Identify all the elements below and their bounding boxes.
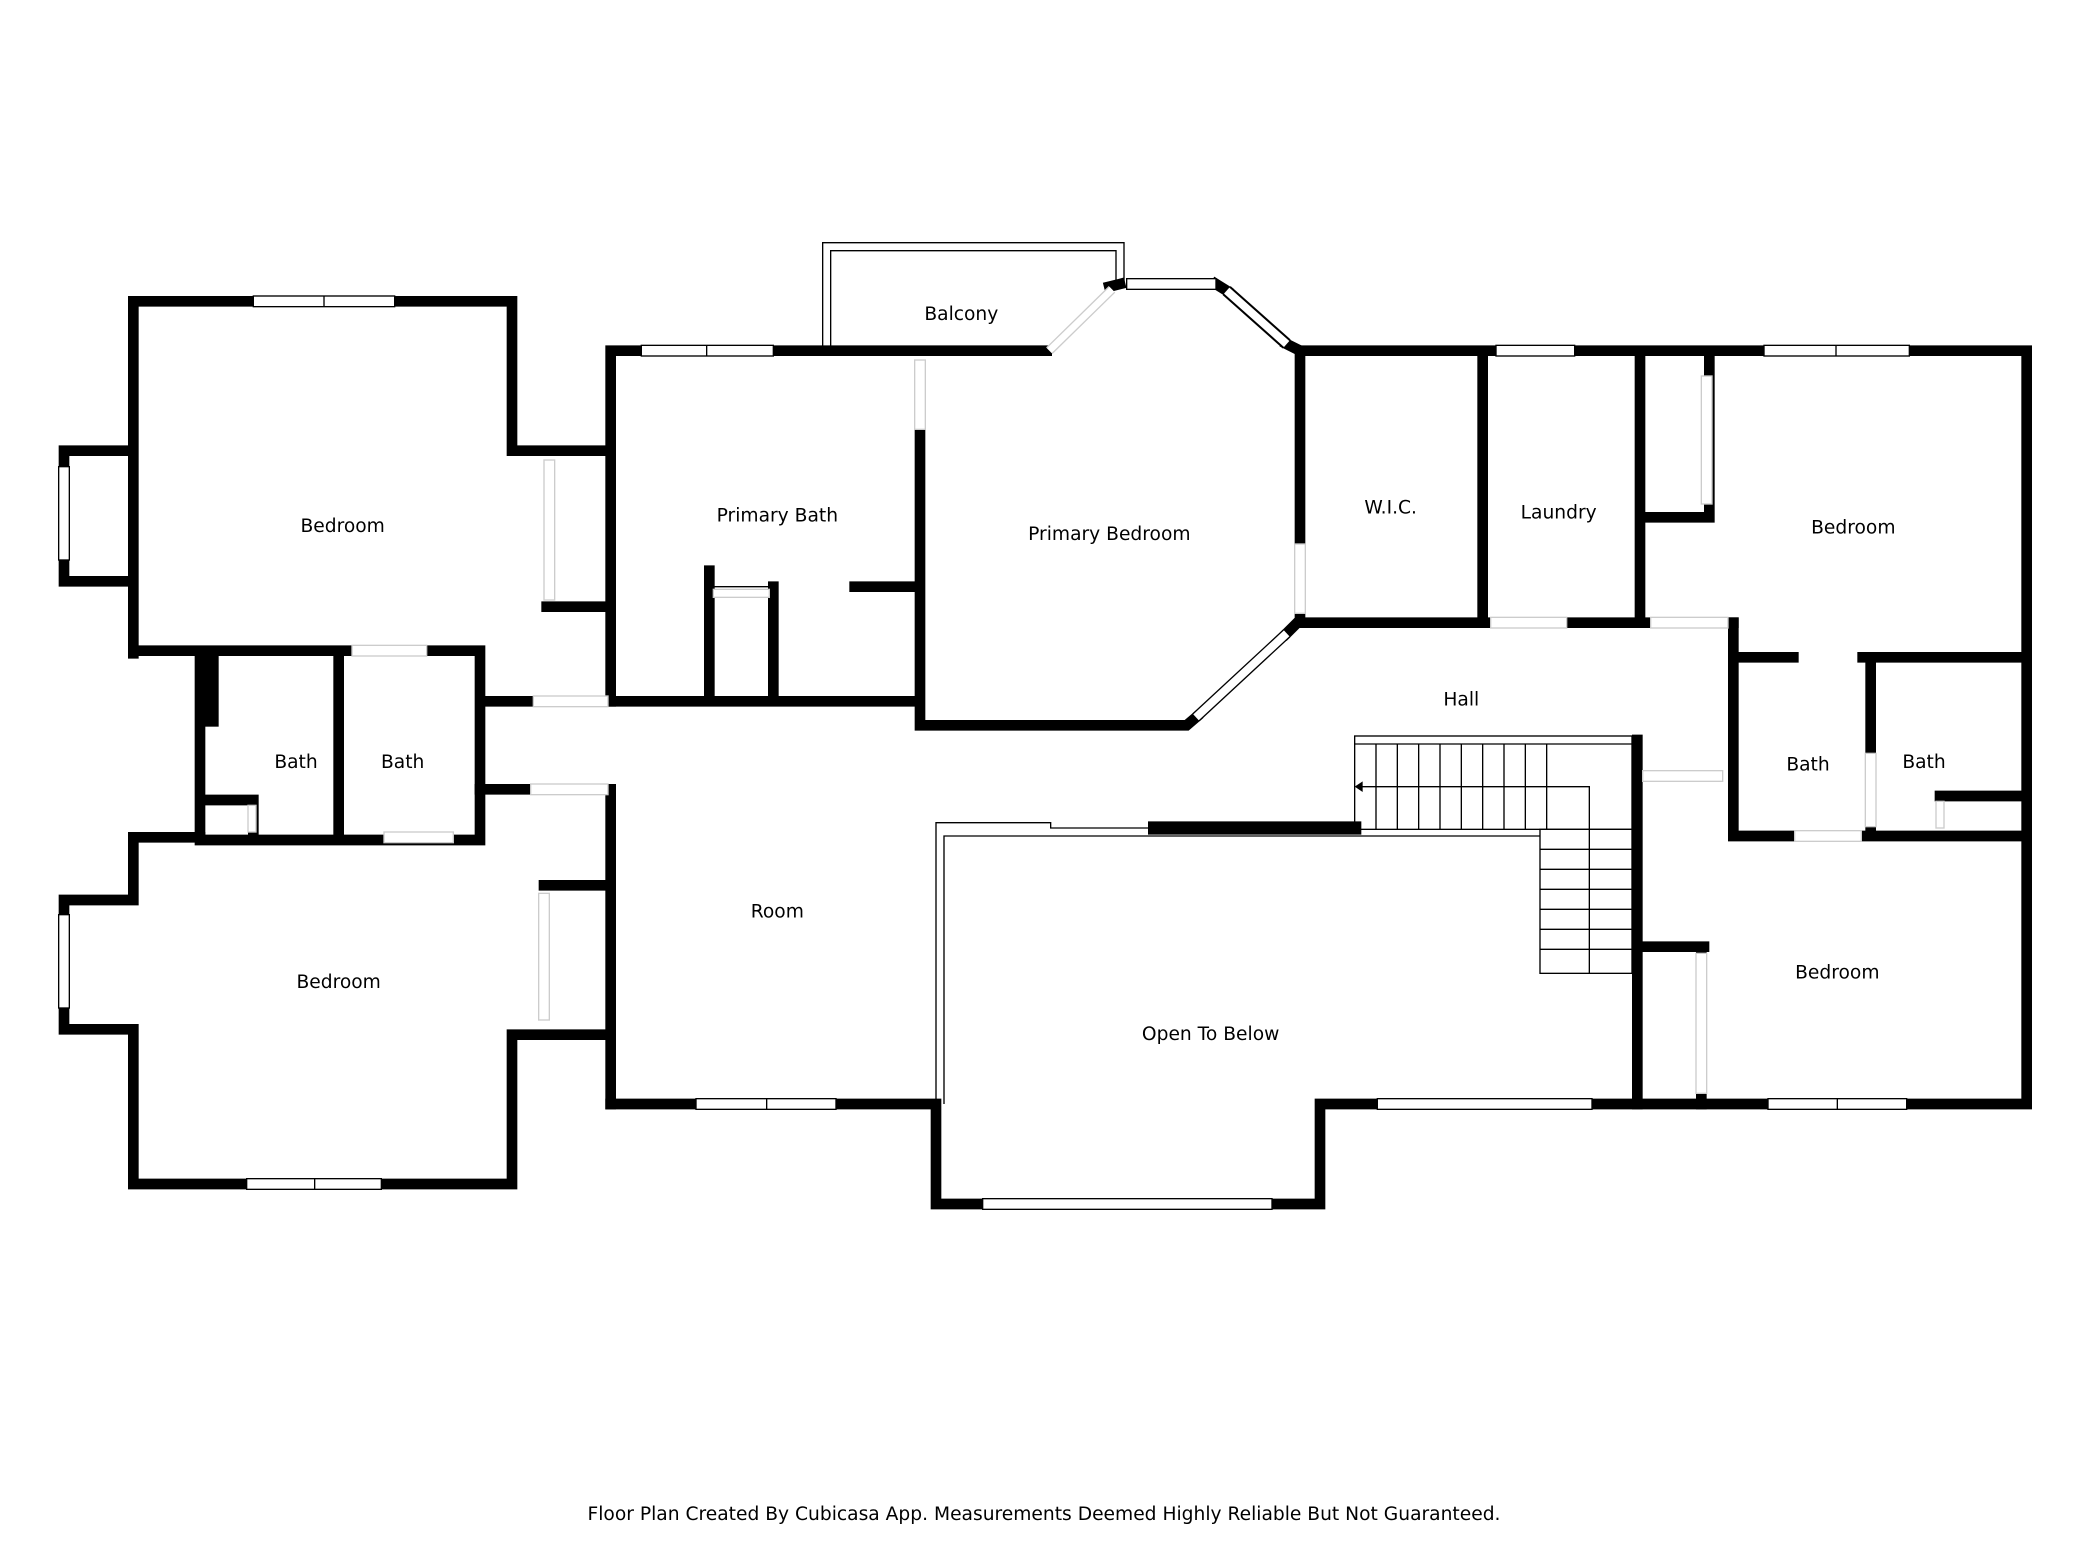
label-bedroom-bottom-right: Bedroom xyxy=(1795,963,1879,984)
label-balcony: Balcony xyxy=(924,304,998,325)
label-primary-bath: Primary Bath xyxy=(717,505,838,526)
bathtub-wall xyxy=(200,650,219,727)
label-bath-left-1: Bath xyxy=(274,752,317,773)
stair-arrow-icon xyxy=(1354,781,1363,792)
label-bedroom-top-left: Bedroom xyxy=(300,516,384,537)
label-bath-right-1: Bath xyxy=(1786,755,1829,776)
doors xyxy=(247,359,1945,1094)
footer-disclaimer: Floor Plan Created By Cubicasa App. Meas… xyxy=(588,1504,1501,1525)
label-hall: Hall xyxy=(1443,689,1479,710)
label-primary-bedroom: Primary Bedroom xyxy=(1028,524,1190,545)
label-room: Room xyxy=(751,901,804,922)
label-bedroom-bottom-left: Bedroom xyxy=(296,972,380,993)
windows xyxy=(58,278,1910,1210)
label-bath-right-2: Bath xyxy=(1902,752,1945,773)
walls xyxy=(58,276,2032,1210)
label-laundry: Laundry xyxy=(1521,503,1597,524)
label-bath-left-2: Bath xyxy=(381,752,424,773)
balcony-railing xyxy=(822,242,1125,351)
room-labels: Bedroom Bedroom Bath Bath Primary Bath P… xyxy=(274,304,1945,1045)
label-open-to-below: Open To Below xyxy=(1142,1024,1279,1045)
stairs xyxy=(1354,735,1633,974)
label-wic: W.I.C. xyxy=(1364,497,1417,518)
label-bedroom-top-right: Bedroom xyxy=(1811,517,1895,538)
